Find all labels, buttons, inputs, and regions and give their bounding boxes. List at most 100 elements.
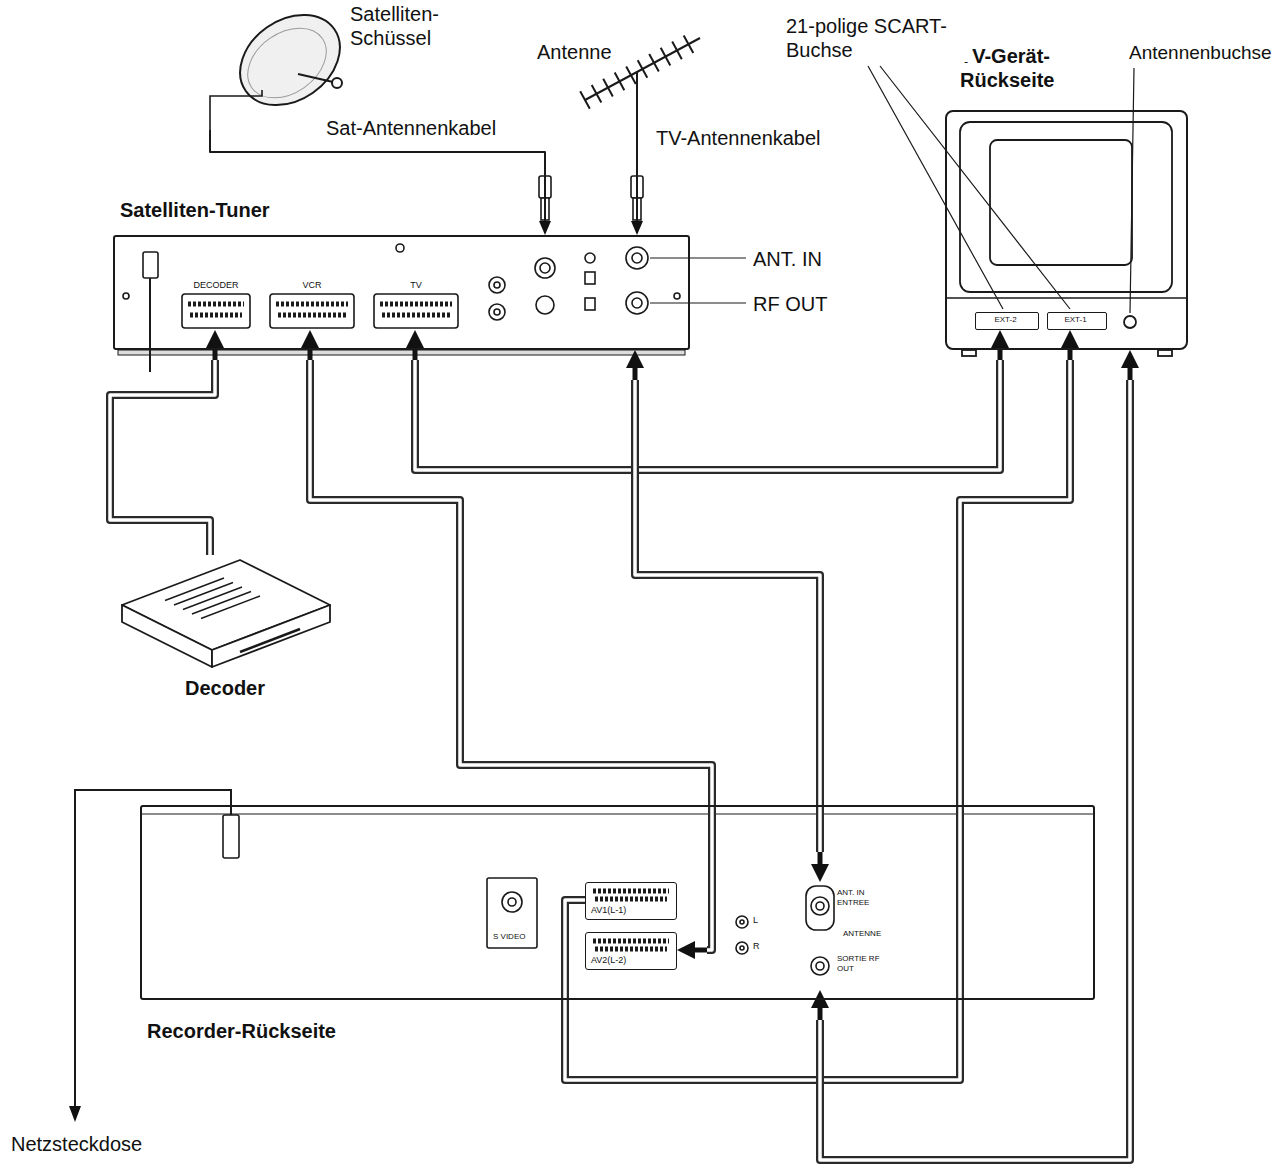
decoder-node: Decoder [120, 555, 335, 670]
illustration-part [626, 247, 648, 269]
illustration-part [585, 253, 595, 263]
illustration-part [298, 74, 333, 82]
cable-part [820, 380, 1130, 1160]
illustration-part [868, 66, 1134, 313]
scart-socket: AV2(L-2) [585, 932, 677, 970]
illustration-part [1158, 350, 1172, 356]
arrow-head [301, 330, 319, 348]
illustration-part [740, 946, 744, 950]
illustration-part [540, 263, 550, 273]
illustration-part [990, 140, 1132, 265]
illustration-part [736, 942, 748, 954]
cable-part [635, 380, 820, 852]
illustration-part [632, 253, 642, 263]
illustration-part [165, 578, 260, 619]
arrow-head [539, 221, 551, 235]
cable-stem [1128, 368, 1133, 380]
recorder-box: Recorder-RückseiteAV1(L-1)AV2(L-2)ANT. I… [140, 805, 1095, 1000]
cable-part [636, 120, 638, 221]
device-heading: Satelliten- Schüssel [350, 2, 460, 50]
illustration-part [118, 350, 685, 355]
arrow-head [677, 941, 695, 959]
cable-stem [818, 852, 823, 864]
scart-socket: DECODER [180, 280, 254, 330]
dish-node: Satelliten- Schüssel [200, 0, 460, 130]
socket-label: ANT. IN ENTREE [837, 888, 895, 907]
antenna-socket: SORTIE RF OUT [805, 948, 897, 990]
socket-label: AV2(L-2) [591, 955, 626, 966]
arrow-head [406, 330, 424, 348]
illustration-part [806, 886, 834, 930]
cable-stem [818, 1008, 823, 1020]
illustration-part [536, 296, 554, 314]
device-heading: Recorder-Rückseite [147, 1019, 336, 1043]
cable-part [635, 380, 820, 852]
socket-label: EXT-2 [976, 315, 1035, 325]
illustration-part [811, 957, 829, 975]
illustration-part [585, 298, 595, 310]
callout-label: ANT. IN [752, 247, 823, 271]
illustration-part [123, 293, 129, 299]
tuner-rear-panel [118, 244, 746, 372]
illustration-part [535, 258, 555, 278]
arrow-head [631, 221, 643, 235]
scart-cable [811, 350, 1139, 1160]
scart-cable [301, 330, 712, 959]
illustration-part [585, 272, 595, 284]
coax-plug [539, 176, 643, 220]
cable-part [565, 360, 1070, 1080]
scart-cable [565, 330, 1079, 1080]
illustration-part [632, 298, 642, 308]
antenna-node: Antenne [530, 30, 710, 120]
device-heading: Decoder [185, 676, 265, 700]
device-heading: Satelliten-Tuner [120, 198, 270, 222]
cable-part [415, 360, 1000, 470]
recorder-rear-panel [69, 790, 1093, 1122]
callout-label: ANTENNE [842, 929, 882, 939]
illustration-part [947, 297, 1186, 298]
socket-label: VCR [268, 280, 356, 291]
socket-label: TV [372, 280, 460, 291]
illustration-part [811, 897, 829, 915]
illustration-part [396, 244, 404, 252]
illustration-part [489, 277, 505, 293]
illustration-part [188, 304, 452, 315]
antenna-cable [631, 120, 643, 235]
tuner-box: Satelliten-TunerDECODERVCRTV [113, 235, 690, 350]
illustration-part [816, 902, 824, 910]
satellite-dish [210, 0, 357, 130]
illustration-part [374, 294, 458, 328]
illustration-part [816, 962, 824, 970]
arrow-head [811, 864, 829, 882]
antenna-socket: ANT. IN ENTREE [805, 882, 897, 924]
socket-label: AV1(L-1) [591, 905, 626, 916]
scart-cable [406, 330, 1009, 470]
illustration-part [626, 292, 648, 314]
illustration-part [494, 309, 500, 315]
illustration-part [593, 891, 669, 949]
illustration-part [235, 14, 340, 112]
illustration-part [122, 605, 212, 667]
scart-socket: EXT-2 [975, 312, 1039, 330]
scart-cable [110, 330, 224, 555]
illustration-part [650, 258, 746, 303]
illustration-part [182, 294, 250, 328]
arrow-head [1121, 350, 1139, 368]
illustration-part [142, 814, 1093, 815]
callout-label: Antennenbuchse [1128, 42, 1273, 65]
scart-cable [626, 350, 829, 882]
socket-label: SORTIE RF OUT [837, 954, 895, 973]
illustration-part [143, 252, 158, 278]
socket-label: DECODER [180, 280, 252, 291]
arrow-head [626, 350, 644, 368]
socket-label: EXT-1 [1048, 315, 1103, 325]
scart-socket: EXT-1 [1047, 312, 1107, 330]
illustration-part [962, 350, 976, 356]
illustration-part [210, 90, 262, 130]
illustration-part [75, 790, 231, 1106]
callout-label: Netzsteckdose [10, 1132, 143, 1156]
callout-label: RF OUT [752, 292, 828, 316]
callout-label: 21-polige SCART- Buchse [785, 14, 972, 62]
tv-box: TV-Gerät- RückseiteEXT-2EXT-1 [945, 110, 1188, 350]
cable-part [415, 360, 1000, 470]
